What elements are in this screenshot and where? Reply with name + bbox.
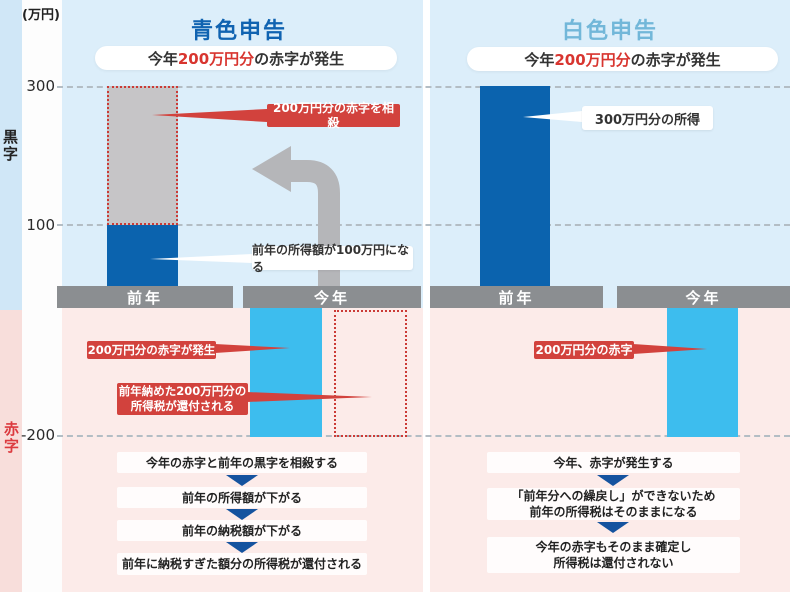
white-step-1: 今年、赤字が発生する — [487, 452, 740, 473]
offset-callout: 200万円分の赤字を相殺 — [267, 101, 400, 130]
refund-callout-line1: 前年納めた200万円分の — [118, 384, 247, 398]
tick-neg200: -200 — [20, 426, 55, 444]
tick-100: 100 — [26, 216, 55, 234]
subtitle-text: 今年 — [524, 50, 555, 69]
white-step-3-line1: 今年の赤字もそのまま確定し — [535, 540, 692, 554]
current-year-deficit-bar-white — [667, 308, 738, 437]
flow-arrow-down — [226, 542, 258, 553]
gridline-100 — [57, 224, 790, 226]
white-return-title: 白色申告 — [561, 19, 658, 44]
white-current-year-band: 今年 — [617, 286, 790, 308]
white-step-3: 今年の赤字もそのまま確定し 所得税は還付されない — [487, 537, 740, 573]
refunded-deficit-ghost-box — [334, 310, 407, 437]
subtitle-text: 今年 — [147, 49, 178, 68]
left-strip-profit — [0, 0, 22, 310]
prev-year-income-bar-white — [480, 86, 550, 286]
refund-callout: 前年納めた200万円分の 所得税が還付される — [117, 383, 248, 415]
white-prev-year-band: 前年 — [430, 286, 603, 308]
axis-unit-label: (万円) — [22, 8, 60, 23]
refund-callout-line2: 所得税が還付される — [130, 399, 235, 413]
white-step-3-line2: 所得税は還付されない — [553, 556, 674, 570]
white-step-2-line2: 前年の所得税はそのままになる — [529, 505, 698, 519]
income-callout-right: 300万円分の所得 — [582, 106, 713, 130]
blue-return-title: 青色申告 — [190, 19, 287, 44]
flow-arrow-down — [226, 475, 258, 486]
blue-step-4: 前年に納税すぎた額分の所得税が還付される — [117, 553, 367, 575]
blue-step-3: 前年の納税額が下がる — [117, 520, 367, 541]
deficit-callout-right: 200万円分の赤字 — [534, 341, 634, 359]
blue-step-1: 今年の赤字と前年の黒字を相殺する — [117, 452, 367, 473]
axis-label-band — [22, 0, 62, 592]
subtitle-amount: 200万円分 — [554, 50, 631, 69]
current-year-deficit-bar-blue — [250, 308, 322, 437]
column-divider — [423, 0, 430, 592]
subtitle-text: の赤字が発生 — [254, 49, 345, 68]
gridline-neg200 — [57, 435, 790, 437]
blue-current-year-band: 今年 — [243, 286, 421, 308]
income-callout-left: 前年の所得額が100万円になる — [252, 243, 413, 274]
subtitle-amount: 200万円分 — [177, 49, 255, 68]
blue-prev-year-band: 前年 — [57, 286, 233, 308]
white-step-2: 「前年分への繰戻し」ができないため 前年の所得税はそのままになる — [487, 488, 740, 520]
gridline-300 — [57, 86, 790, 88]
white-step-2-line1: 「前年分への繰戻し」ができないため — [511, 489, 716, 503]
profit-axis-label: 黒字 — [2, 128, 18, 163]
flow-arrow-down — [597, 475, 629, 486]
offset-income-bar — [107, 86, 178, 225]
prev-year-income-bar-blue — [107, 225, 178, 288]
deficit-callout-left: 200万円分の赤字が発生 — [87, 341, 216, 359]
blue-step-2: 前年の所得額が下がる — [117, 487, 367, 508]
tick-300: 300 — [26, 77, 55, 95]
left-strip-loss — [0, 310, 22, 592]
flow-arrow-down — [597, 522, 629, 533]
subtitle-text: の赤字が発生 — [630, 50, 721, 69]
flow-arrow-down — [226, 509, 258, 520]
loss-axis-label: 赤字 — [3, 420, 19, 455]
